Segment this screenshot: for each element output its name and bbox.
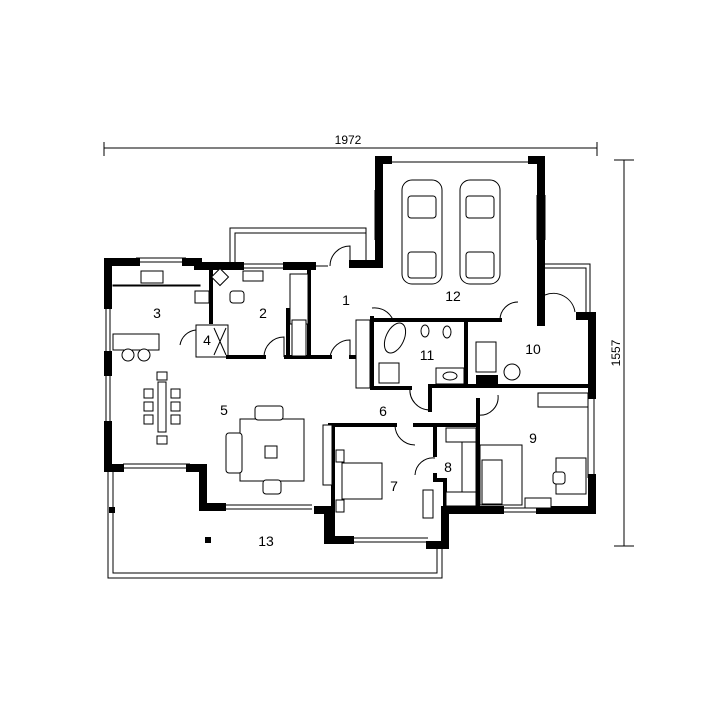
room-label-9: 9	[529, 430, 537, 446]
dining-chairs	[143, 371, 181, 445]
room-labels: 1 2 3 4 5 6 7 8 9 10 11 12 13	[153, 288, 541, 549]
room-label-12: 12	[445, 288, 461, 304]
room-label-1: 1	[342, 292, 350, 308]
furniture	[112, 179, 589, 519]
doors	[179, 245, 576, 476]
car-left	[401, 179, 443, 285]
car-right	[459, 179, 501, 285]
room-label-8: 8	[444, 459, 452, 475]
exterior-walls	[104, 156, 596, 549]
room-label-5: 5	[220, 402, 228, 418]
room-label-2: 2	[259, 305, 267, 321]
terrace-outline	[107, 227, 591, 579]
room-label-13: 13	[258, 533, 274, 549]
width-dimension: 1972	[103, 133, 598, 156]
depth-dimension-label: 1557	[609, 339, 623, 366]
room-label-10: 10	[525, 341, 541, 357]
room-label-7: 7	[390, 478, 398, 494]
depth-dimension: 1557	[609, 159, 634, 547]
room-label-6: 6	[379, 403, 387, 419]
room-label-4: 4	[203, 332, 211, 348]
room-label-11: 11	[420, 347, 435, 363]
width-dimension-label: 1972	[335, 133, 362, 147]
interior-walls	[195, 264, 592, 542]
room-label-3: 3	[153, 305, 161, 321]
